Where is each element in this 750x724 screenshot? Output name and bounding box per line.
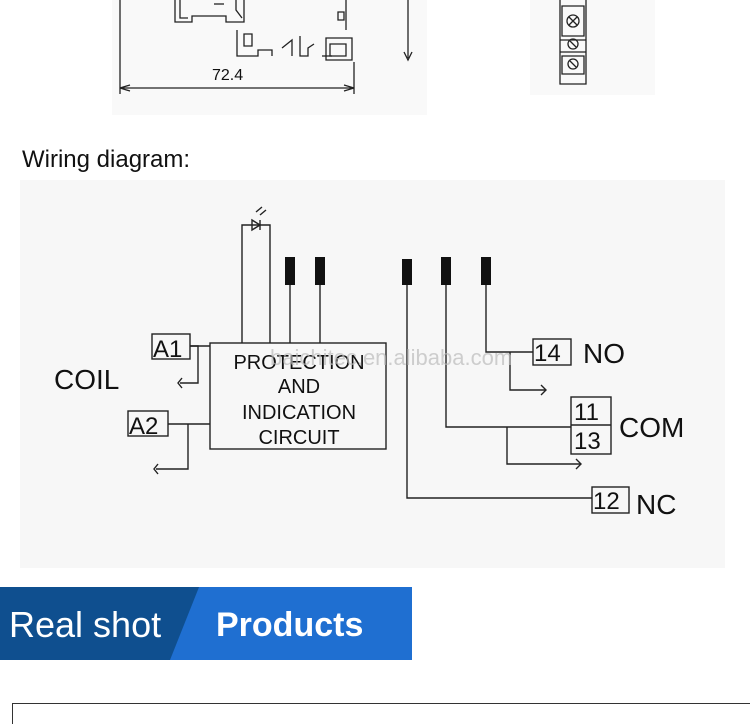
wiring-heading: Wiring diagram:	[22, 146, 190, 173]
nc-label: NC	[636, 489, 676, 520]
terminal-12-label: 12	[593, 488, 620, 515]
no-label: NO	[583, 338, 625, 369]
diagram-panel	[20, 180, 725, 568]
coil-label: COIL	[54, 364, 119, 395]
pin-blocks	[285, 257, 491, 285]
banner-left-block	[0, 587, 200, 660]
terminal-11-label: 11	[574, 399, 599, 426]
terminal-12-box	[591, 486, 630, 514]
banner-right-block	[170, 587, 412, 660]
products-title: Products	[216, 606, 364, 644]
terminal-14-box	[532, 338, 572, 366]
wiring-lines	[127, 206, 630, 514]
terminal-a1-label: A1	[153, 336, 182, 363]
box-line-1: PROTECTION	[233, 352, 364, 374]
watermark-text: baichitec.en.alibaba.com	[270, 345, 512, 370]
dimension-label: 72.4	[212, 67, 243, 84]
content-frame-edge	[12, 703, 750, 724]
box-line-3: INDICATION	[242, 402, 356, 424]
mechanical-drawing	[112, 0, 655, 115]
protection-circuit-box	[209, 342, 387, 450]
real-shot-title: Real shot	[9, 604, 162, 645]
terminal-13-label: 13	[574, 428, 601, 455]
box-line-4: CIRCUIT	[258, 427, 339, 449]
com-label: COM	[619, 412, 684, 443]
terminal-14-label: 14	[534, 340, 561, 367]
terminal-a2-label: A2	[129, 413, 158, 440]
box-line-2: AND	[278, 376, 320, 398]
